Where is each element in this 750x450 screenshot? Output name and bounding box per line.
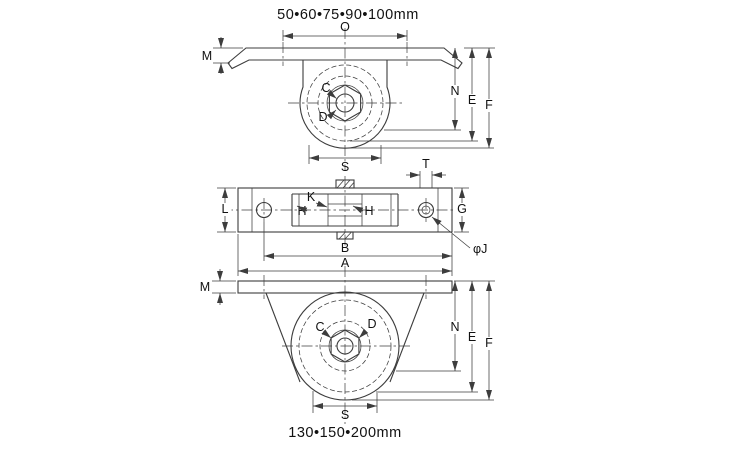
ref-c-large-label: C — [315, 320, 324, 334]
dim-s-large: S — [312, 391, 378, 422]
ref-c-small-label: C — [321, 81, 330, 95]
dim-j-label: φJ — [473, 242, 487, 256]
wheel-large — [290, 291, 400, 401]
wheel-inner-small — [317, 75, 373, 131]
ref-d-small-label: D — [318, 110, 327, 124]
front-view-large: M N E F S C D — [200, 266, 496, 424]
centerlines-small — [282, 28, 408, 170]
dim-o: O — [282, 20, 408, 41]
dim-nef-large: N E F — [352, 280, 496, 401]
dim-b: B — [263, 222, 453, 276]
axle-nut-tabs — [335, 179, 355, 240]
hex-nut-large — [330, 329, 360, 363]
dim-s-small-label: S — [341, 160, 349, 174]
ref-cd-large: C D — [315, 317, 377, 339]
dim-nef-small: N E F — [350, 47, 496, 149]
wheel-tread-small — [306, 64, 384, 142]
dim-l: L — [217, 187, 236, 233]
dim-e-large-label: E — [468, 330, 476, 344]
size-range-bottom-label: 130•150•200mm — [288, 425, 401, 441]
dim-f-large-label: F — [485, 336, 493, 350]
dim-s-small: S — [308, 145, 382, 174]
ref-d-large-label: D — [367, 317, 376, 331]
housing-side-left — [265, 292, 301, 383]
wheel-housing-arc — [299, 60, 391, 149]
front-view-small: O M N E F S — [202, 20, 496, 174]
dim-s-large-label: S — [341, 408, 349, 422]
dim-o-label: O — [340, 20, 350, 34]
dim-m-small-label: M — [202, 49, 212, 63]
screw-hole-left — [255, 201, 273, 219]
dim-m-large-label: M — [200, 280, 210, 294]
screw-hole-right — [417, 201, 435, 219]
dim-n-small-label: N — [450, 84, 459, 98]
dim-t: T — [406, 157, 446, 188]
dim-g-label: G — [457, 202, 467, 216]
dim-a-label: A — [341, 256, 350, 270]
ref-khh: K H H — [296, 190, 374, 218]
wheel-inner-large — [319, 320, 371, 372]
housing-side-right — [389, 292, 425, 383]
dim-n-large-label: N — [450, 320, 459, 334]
centerlines-plan — [222, 176, 468, 246]
dim-h-right-label: H — [364, 204, 373, 218]
dim-k-label: K — [307, 190, 316, 204]
wheel-tread-large — [298, 299, 392, 393]
size-range-top-label: 50•60•75•90•100mm — [277, 7, 419, 23]
dim-m-small: M — [202, 37, 243, 74]
dim-h-left-label: H — [297, 204, 306, 218]
dim-f-small-label: F — [485, 98, 493, 112]
plan-view: L G T K H H φJ — [217, 157, 487, 276]
dim-t-label: T — [422, 157, 430, 171]
mounting-bracket-small — [227, 47, 463, 70]
axle-hole-large — [336, 337, 354, 355]
wheel-plan — [291, 193, 399, 227]
axle-hole-small — [335, 93, 355, 113]
dim-l-label: L — [222, 202, 229, 216]
screw-hole-right-inner — [421, 205, 431, 215]
dim-g: G — [454, 187, 469, 233]
dim-b-label: B — [341, 241, 349, 255]
dim-m-large: M — [200, 269, 236, 305]
dim-e-small-label: E — [468, 93, 476, 107]
dim-j: φJ — [431, 216, 487, 256]
ref-cd-small: C D — [318, 81, 337, 124]
